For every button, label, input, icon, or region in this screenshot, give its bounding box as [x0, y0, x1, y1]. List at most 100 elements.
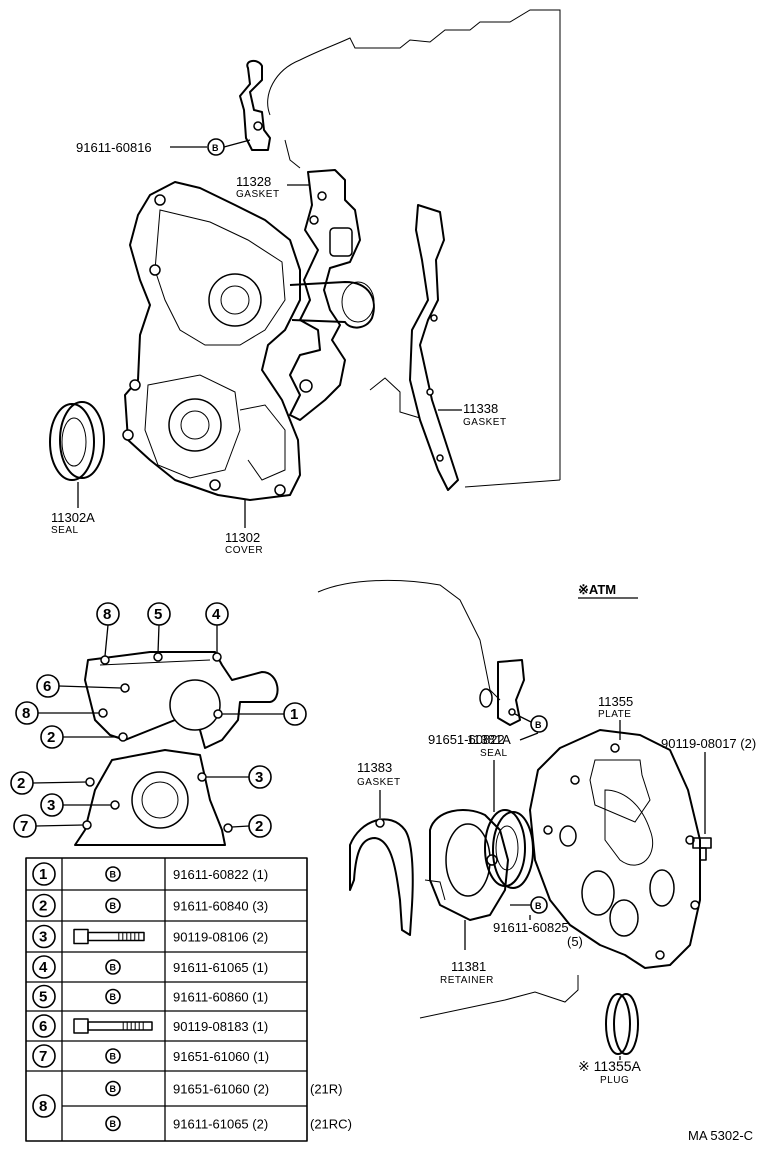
engine-outline-lower2 [419, 975, 579, 1019]
seal-11381a [484, 809, 534, 889]
bolt-b-letter: B [110, 1084, 117, 1094]
table-row-number-circle [32, 1094, 56, 1118]
seal-11381a-label: SEAL [480, 748, 508, 759]
timing-cover [122, 181, 375, 501]
svg-text:1: 1 [290, 706, 298, 723]
callout-6: 6 [36, 674, 122, 698]
plug-11355a-num: ※ 11355A [578, 1058, 642, 1074]
table-part-number: 91611-60822 (1) [173, 867, 268, 882]
callout-1: 1 [222, 702, 307, 726]
callout-2-right: 2 [231, 814, 272, 838]
retainer-11381-label: RETAINER [440, 975, 494, 986]
svg-text:2: 2 [47, 729, 55, 746]
leader [514, 713, 532, 723]
bolt-b-letter: B [110, 992, 117, 1002]
table-row-number: 4 [39, 959, 48, 976]
bolt-b-icon [105, 866, 121, 882]
table-row-number: 1 [39, 866, 47, 883]
bolt-b-letter: B [110, 1052, 117, 1062]
gasket-hole [430, 314, 438, 322]
gasket-11338-label: GASKET [463, 417, 507, 428]
bolt-b-icon [105, 1080, 121, 1097]
svg-text:6: 6 [43, 678, 51, 695]
bracket-hole [508, 708, 516, 716]
gasket-window [329, 227, 353, 257]
table-row-number-circle [32, 1044, 56, 1068]
gasket-hole [426, 388, 434, 396]
svg-text:2: 2 [17, 775, 25, 792]
plug-11355a-label: PLUG [600, 1075, 629, 1086]
gasket-11338-num: 11338 [463, 401, 498, 416]
plug-11355a [605, 993, 639, 1055]
table-row-number: 5 [39, 989, 47, 1006]
bolt-90119-08017 [692, 837, 712, 861]
callout-8-top: 8 [96, 602, 120, 657]
bolt-b-letter: B [110, 901, 117, 911]
bolt-shank [87, 931, 145, 942]
table-row-number-circle [32, 1014, 56, 1038]
gasket-hole [375, 818, 385, 828]
bolt-b-letter: B [110, 1119, 117, 1129]
svg-text:5: 5 [154, 606, 162, 623]
table-part-number: 90119-08183 (1) [173, 1019, 268, 1034]
lower-bracket [497, 659, 525, 726]
bolt-top-label: 91611-60816 [76, 140, 152, 155]
cover-11302-label: COVER [225, 545, 263, 556]
engine-outline-side [284, 139, 301, 169]
bolt-91611-60825-num: 91611-60825 [493, 920, 569, 935]
table-part-number: 90119-08106 (2) [173, 930, 268, 945]
retainer-11381-num: 11381 [451, 959, 486, 974]
table-row-note: (21RC) [310, 1117, 352, 1132]
table-part-number: 91651-61060 (2) [173, 1082, 269, 1097]
bolt-b-letter: B [212, 143, 219, 153]
engine-outline-bottom [464, 479, 561, 488]
bolt-b-icon [105, 1048, 121, 1064]
table-row-number: 7 [39, 1048, 47, 1065]
bolt-b-letter: B [110, 963, 117, 973]
callout-3-right: 3 [206, 765, 272, 789]
engine-outline-lower [317, 579, 501, 701]
bolt-b-icon [530, 715, 548, 733]
svg-text:4: 4 [212, 606, 221, 623]
cover-location-view [74, 651, 279, 846]
gasket-11383-label: GASKET [357, 777, 401, 788]
engine-outline-mid [369, 377, 421, 419]
table-part-number: 91611-60860 (1) [173, 990, 268, 1005]
gasket-hole [309, 215, 319, 225]
table-row-number: 3 [39, 929, 47, 946]
gasket-11328-num: 11328 [236, 174, 271, 189]
bolt-b-letter: B [535, 720, 542, 730]
callout-2-left: 2 [10, 771, 87, 795]
bolt-b-letter: B [535, 901, 542, 911]
table-row-number: 2 [39, 898, 47, 915]
callout-4: 4 [205, 602, 229, 653]
table-row-number-circle [32, 893, 56, 918]
seal-11302a-label: SEAL [51, 525, 79, 536]
bolt-table [25, 857, 308, 1142]
svg-text:8: 8 [103, 606, 111, 623]
bolt-b-icon [105, 897, 121, 914]
bolt-b-icon [105, 988, 121, 1005]
table-part-number: 91611-61065 (1) [173, 960, 268, 975]
bolt-b-icon [105, 959, 121, 975]
gasket-hole [299, 379, 313, 393]
callout-5: 5 [147, 602, 171, 654]
plate-11355-label: PLATE [598, 709, 631, 720]
hex-bolt-icon [73, 1018, 89, 1034]
table-row-note: (21R) [310, 1082, 343, 1097]
cover-11302-num: 11302 [225, 530, 260, 545]
seal-11381a-num: 11381A [467, 732, 511, 747]
engine-outline [267, 9, 561, 480]
table-row-number: 8 [39, 1098, 47, 1115]
table-part-number: 91651-61060 (1) [173, 1049, 269, 1064]
gasket-hole [317, 191, 327, 201]
gasket-11328 [289, 169, 361, 421]
gasket-hole [436, 454, 444, 462]
gasket-11328-label: GASKET [236, 189, 280, 200]
callout-3-left: 3 [40, 793, 111, 817]
callout-7: 7 [13, 814, 84, 838]
bolt-shank [87, 1021, 153, 1031]
table-row-number: 6 [39, 1018, 47, 1035]
callout-8-left: 8 [15, 701, 99, 725]
